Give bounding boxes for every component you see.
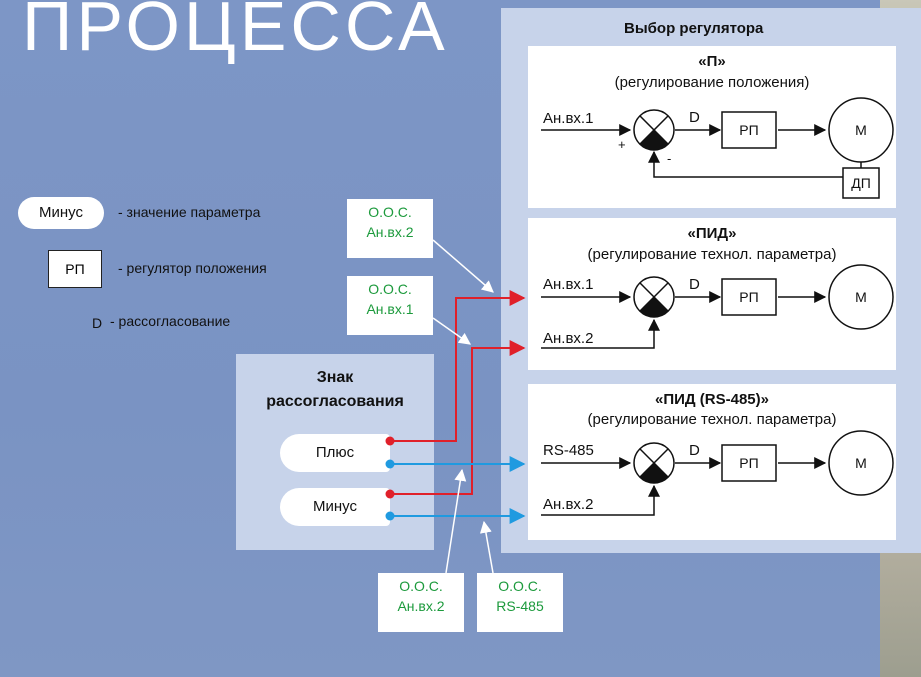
p-mode-d: D	[689, 109, 700, 126]
legend-pill-example: Минус	[18, 197, 104, 229]
plus-blue-dot	[385, 459, 395, 469]
p-comparator	[633, 109, 675, 151]
pid-mode-input2: Ан.вх.2	[543, 330, 594, 347]
legend-rp-description: - регулятор положения	[118, 260, 267, 276]
feedback-top2-line1: О.О.С.	[368, 281, 412, 297]
minus-option: Минус	[280, 488, 390, 526]
feedback-label-bottom2: О.О.С. RS-485	[477, 573, 563, 632]
pid-rs485-motor-label: М	[855, 455, 867, 471]
legend-d-symbol: D	[92, 315, 103, 331]
pid-rs485-motor	[828, 430, 894, 496]
pid-mode-subtitle: (регулирование технол. параметра)	[587, 246, 837, 263]
pid-rs485-rp-label: РП	[739, 455, 758, 471]
p-mode-plus: +	[618, 137, 626, 152]
minus-red-dot	[385, 489, 395, 499]
pid-rs485-mode-input2: Ан.вх.2	[543, 496, 594, 513]
blue-connections	[385, 456, 526, 524]
feedback-pointers	[432, 239, 494, 574]
pid-mode-d: D	[689, 276, 700, 293]
p-mode-input: Ан.вх.1	[543, 110, 594, 127]
p-mode-scheme: РП М ДП	[541, 97, 894, 199]
pid-rs485-scheme: РП М	[541, 430, 894, 516]
feedback-top1-line1: О.О.С.	[368, 204, 412, 220]
pid-rp-box	[721, 278, 777, 316]
plus-option: Плюс	[280, 434, 390, 472]
pid-motor-label: М	[855, 289, 867, 305]
pid-rs485-mode-input1: RS-485	[543, 442, 594, 459]
pid-mode-input1: Ан.вх.1	[543, 276, 594, 293]
pid-comparator	[633, 276, 675, 318]
pid-mode-title: «ПИД»	[687, 225, 737, 242]
legend-pill-description: - значение параметра	[118, 204, 261, 220]
feedback-bottom1-line2: Ан.вх.2	[397, 598, 445, 614]
pid-motor	[828, 264, 894, 330]
plus-to-pid-input1-line	[390, 290, 526, 442]
legend-rp-box: РП	[48, 250, 102, 288]
regulator-panel-title: Выбор регулятора	[624, 20, 764, 37]
sign-panel-title-line2: рассогласования	[266, 393, 404, 410]
red-connections	[385, 290, 526, 499]
pid-rs485-rp-box	[721, 444, 777, 482]
page-title: ПРОЦЕССА	[22, 0, 449, 65]
pid-rs485-mode-title: «ПИД (RS-485)»	[655, 391, 769, 408]
feedback-label-top2: О.О.С. Ан.вх.1	[347, 276, 433, 335]
p-mode-minus: -	[667, 151, 672, 166]
p-motor-label: М	[855, 122, 867, 138]
pid-rs485-mode-d: D	[689, 442, 700, 459]
p-rp-label: РП	[739, 122, 758, 138]
pointer-top1	[432, 239, 494, 293]
feedback-bottom1-line1: О.О.С.	[399, 578, 443, 594]
feedback-top1-line2: Ан.вх.2	[366, 224, 414, 240]
p-mode-subtitle: (регулирование положения)	[614, 74, 810, 91]
pid-rp-label: РП	[739, 289, 758, 305]
feedback-top2-line2: Ан.вх.1	[366, 301, 414, 317]
minus-to-pid-input2-line	[390, 340, 526, 495]
p-rp-box	[721, 111, 777, 149]
pointer-bottom1	[445, 468, 467, 574]
pid-input2-arrow	[541, 318, 660, 349]
plus-red-dot	[385, 436, 395, 446]
pid-scheme: РП М	[541, 264, 894, 349]
feedback-label-top1: О.О.С. Ан.вх.2	[347, 199, 433, 258]
feedback-bottom2-line1: О.О.С.	[498, 578, 542, 594]
pointer-bottom2	[479, 520, 494, 574]
pid-rs485-input2-arrow	[541, 484, 660, 516]
feedback-bottom2-line2: RS-485	[496, 598, 544, 614]
pointer-top2	[432, 317, 471, 345]
p-mode-title: «П»	[698, 53, 726, 70]
pid-rs485-comparator	[633, 442, 675, 484]
legend-d-description: - рассогласование	[110, 313, 231, 329]
p-feedback-arrow	[648, 150, 843, 178]
p-sensor-label: ДП	[851, 175, 871, 191]
pid-rs485-mode-subtitle: (регулирование технол. параметра)	[587, 411, 837, 428]
feedback-label-bottom1: О.О.С. Ан.вх.2	[378, 573, 464, 632]
minus-blue-dot	[385, 511, 395, 521]
sign-panel-title-line1: Знак	[316, 369, 354, 386]
